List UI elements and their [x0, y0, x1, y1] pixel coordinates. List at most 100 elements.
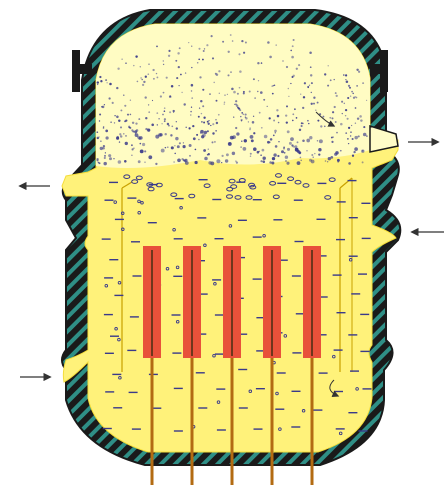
steam-bubble [200, 100, 202, 102]
steam-bubble [285, 156, 288, 159]
steam-bubble [100, 147, 103, 150]
steam-bubble [226, 153, 229, 156]
steam-bubble [203, 122, 205, 124]
steam-bubble [100, 140, 102, 142]
steam-bubble [96, 158, 98, 160]
steam-bubble [235, 127, 237, 129]
steam-bubble [199, 107, 200, 108]
steam-bubble [194, 161, 197, 164]
steam-bubble [294, 108, 296, 110]
steam-bubble [173, 161, 175, 163]
steam-bubble [176, 77, 178, 79]
steam-bubble [131, 154, 133, 156]
steam-bubble [145, 117, 147, 119]
steam-bubble [120, 109, 122, 111]
steam-bubble [228, 142, 232, 146]
steam-bubble [327, 161, 328, 162]
steam-bubble [233, 91, 236, 94]
steam-bubble [204, 157, 208, 161]
steam-bubble [273, 135, 275, 137]
steam-bubble [105, 79, 107, 81]
steam-bubble [348, 85, 350, 87]
steam-bubble [132, 148, 134, 150]
steam-bubble [309, 52, 312, 55]
steam-bubble [285, 160, 287, 162]
steam-bubble [290, 83, 291, 84]
steam-bubble [133, 65, 134, 66]
steam-bubble [207, 154, 209, 156]
steam-bubble [212, 123, 214, 125]
steam-bubble [104, 104, 105, 105]
steam-bubble [290, 50, 292, 52]
steam-bubble [267, 106, 268, 107]
steam-bubble [163, 92, 165, 94]
steam-bubble [185, 72, 186, 73]
steam-bubble [291, 56, 294, 59]
steam-bubble [233, 116, 234, 117]
steam-bubble [270, 138, 273, 141]
steam-bubble [164, 120, 166, 122]
steam-bubble [125, 135, 127, 137]
steam-bubble [272, 93, 274, 95]
steam-bubble [198, 116, 200, 118]
steam-bubble [248, 121, 249, 122]
steam-bubble [313, 157, 314, 158]
steam-bubble [175, 60, 177, 62]
steam-bubble [319, 139, 323, 143]
steam-bubble [219, 93, 220, 94]
steam-bubble [112, 102, 114, 104]
steam-bubble [138, 118, 140, 120]
steam-bubble [174, 145, 175, 146]
steam-bubble [263, 99, 265, 101]
steam-bubble [296, 117, 298, 119]
steam-bubble [156, 76, 158, 78]
steam-bubble [131, 129, 133, 131]
steam-bubble [185, 161, 186, 162]
steam-bubble [212, 141, 214, 143]
steam-bubble [350, 131, 352, 133]
steam-bubble [161, 123, 162, 124]
steam-bubble [164, 110, 166, 112]
steam-bubble [239, 87, 241, 89]
steam-bubble [245, 41, 247, 43]
steam-bubble [110, 121, 112, 123]
steam-bubble [188, 127, 190, 129]
steam-bubble [354, 147, 358, 151]
steam-bubble [253, 78, 255, 80]
steam-bubble [334, 153, 337, 156]
steam-bubble [166, 77, 168, 79]
steam-bubble [278, 141, 279, 142]
steam-bubble [212, 57, 214, 59]
steam-bubble [235, 103, 236, 104]
steam-bubble [235, 100, 237, 102]
steam-bubble [116, 137, 119, 140]
steam-bubble [191, 107, 192, 108]
steam-bubble [188, 42, 189, 43]
steam-bubble [236, 132, 239, 135]
steam-bubble [125, 142, 128, 145]
steam-bubble [100, 80, 102, 82]
steam-bubble [151, 124, 154, 127]
steam-bubble [177, 52, 179, 54]
steam-bubble [198, 58, 200, 60]
steam-bubble [345, 132, 347, 134]
steam-bubble [331, 117, 333, 119]
steam-bubble [340, 150, 342, 152]
steam-bubble [195, 149, 197, 151]
steam-bubble [292, 120, 294, 122]
steam-bubble [178, 66, 180, 68]
steam-bubble [320, 125, 322, 127]
steam-bubble [132, 122, 134, 124]
steam-bubble [327, 85, 329, 87]
steam-bubble [244, 139, 247, 142]
steam-bubble [302, 107, 304, 109]
steam-bubble [215, 73, 217, 75]
steam-bubble [254, 97, 255, 98]
steam-bubble [147, 73, 149, 75]
steam-bubble [302, 123, 304, 125]
steam-bubble [353, 151, 355, 153]
steam-bubble [328, 65, 329, 66]
steam-bubble [325, 160, 327, 162]
steam-bubble [331, 141, 333, 143]
steam-bubble [273, 120, 275, 122]
